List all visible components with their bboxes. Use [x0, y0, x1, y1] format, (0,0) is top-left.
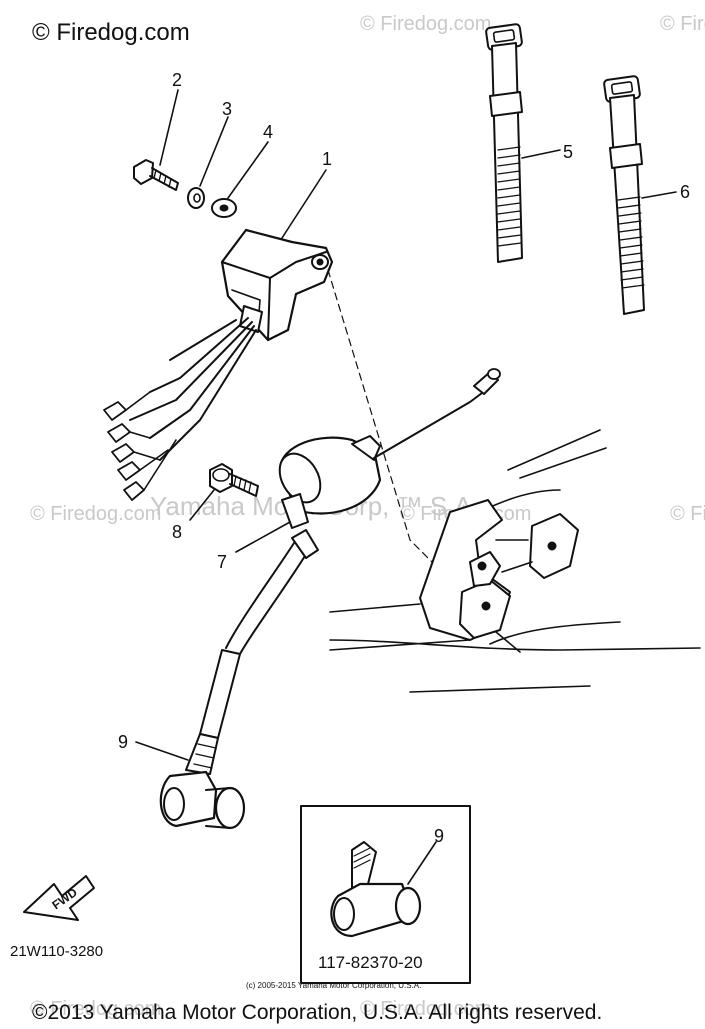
leader-line — [521, 149, 561, 159]
watermark-logo-text: © Firedog.com — [32, 19, 190, 46]
spark-plug-cap-9 — [159, 529, 319, 830]
fwd-direction-badge: FWD — [23, 875, 95, 921]
footer-copyright: ©2013 Yamaha Motor Corporation, U.S.A. A… — [32, 1001, 602, 1024]
leader-line — [189, 489, 215, 521]
cdi-unit-1 — [103, 228, 334, 501]
leader-line — [159, 89, 179, 166]
callout-7: 7 — [217, 552, 227, 572]
inset-box: 9 117-82370-20 — [300, 805, 471, 984]
callout-4: 4 — [263, 122, 273, 142]
callout-3: 3 — [222, 99, 232, 119]
watermark-text: © Firedog.com — [360, 13, 491, 35]
leader-line — [407, 841, 437, 885]
callout-5: 5 — [563, 142, 573, 162]
callout-8: 8 — [172, 522, 182, 542]
callout-2: 2 — [172, 70, 182, 90]
diagram-code: 21W110-3280 — [10, 943, 103, 960]
leader-line — [281, 169, 327, 239]
watermark-text: © Firedog.com — [670, 503, 705, 525]
leader-line — [199, 116, 229, 187]
leader-line — [135, 741, 189, 761]
small-copyright: (c) 2005-2015 Yamaha Motor Corporation, … — [246, 981, 421, 990]
callout-6: 6 — [680, 182, 690, 202]
ignition-coil-7 — [278, 368, 501, 529]
leader-line — [641, 191, 677, 199]
inset-callout-9: 9 — [434, 826, 444, 846]
plastic-band-6 — [603, 75, 645, 315]
plastic-band-5 — [485, 23, 523, 263]
watermark-text: © Firedog.com — [30, 998, 161, 1020]
screw-8 — [209, 463, 259, 497]
inset-part-number: 117-82370-20 — [318, 953, 423, 972]
bolt-2 — [133, 159, 179, 191]
watermark-text: © Firedog.com — [660, 13, 705, 35]
callout-1: 1 — [322, 149, 332, 169]
flat-washer-4 — [211, 198, 237, 218]
watermark-text: © Firedog.com — [30, 503, 161, 525]
leader-line — [227, 141, 269, 199]
callout-9: 9 — [118, 732, 128, 752]
lock-washer-3 — [187, 187, 205, 209]
watermark-text: © Firedog.com — [360, 998, 491, 1020]
leader-line — [235, 521, 291, 553]
engine-bracket-outline — [329, 429, 701, 693]
